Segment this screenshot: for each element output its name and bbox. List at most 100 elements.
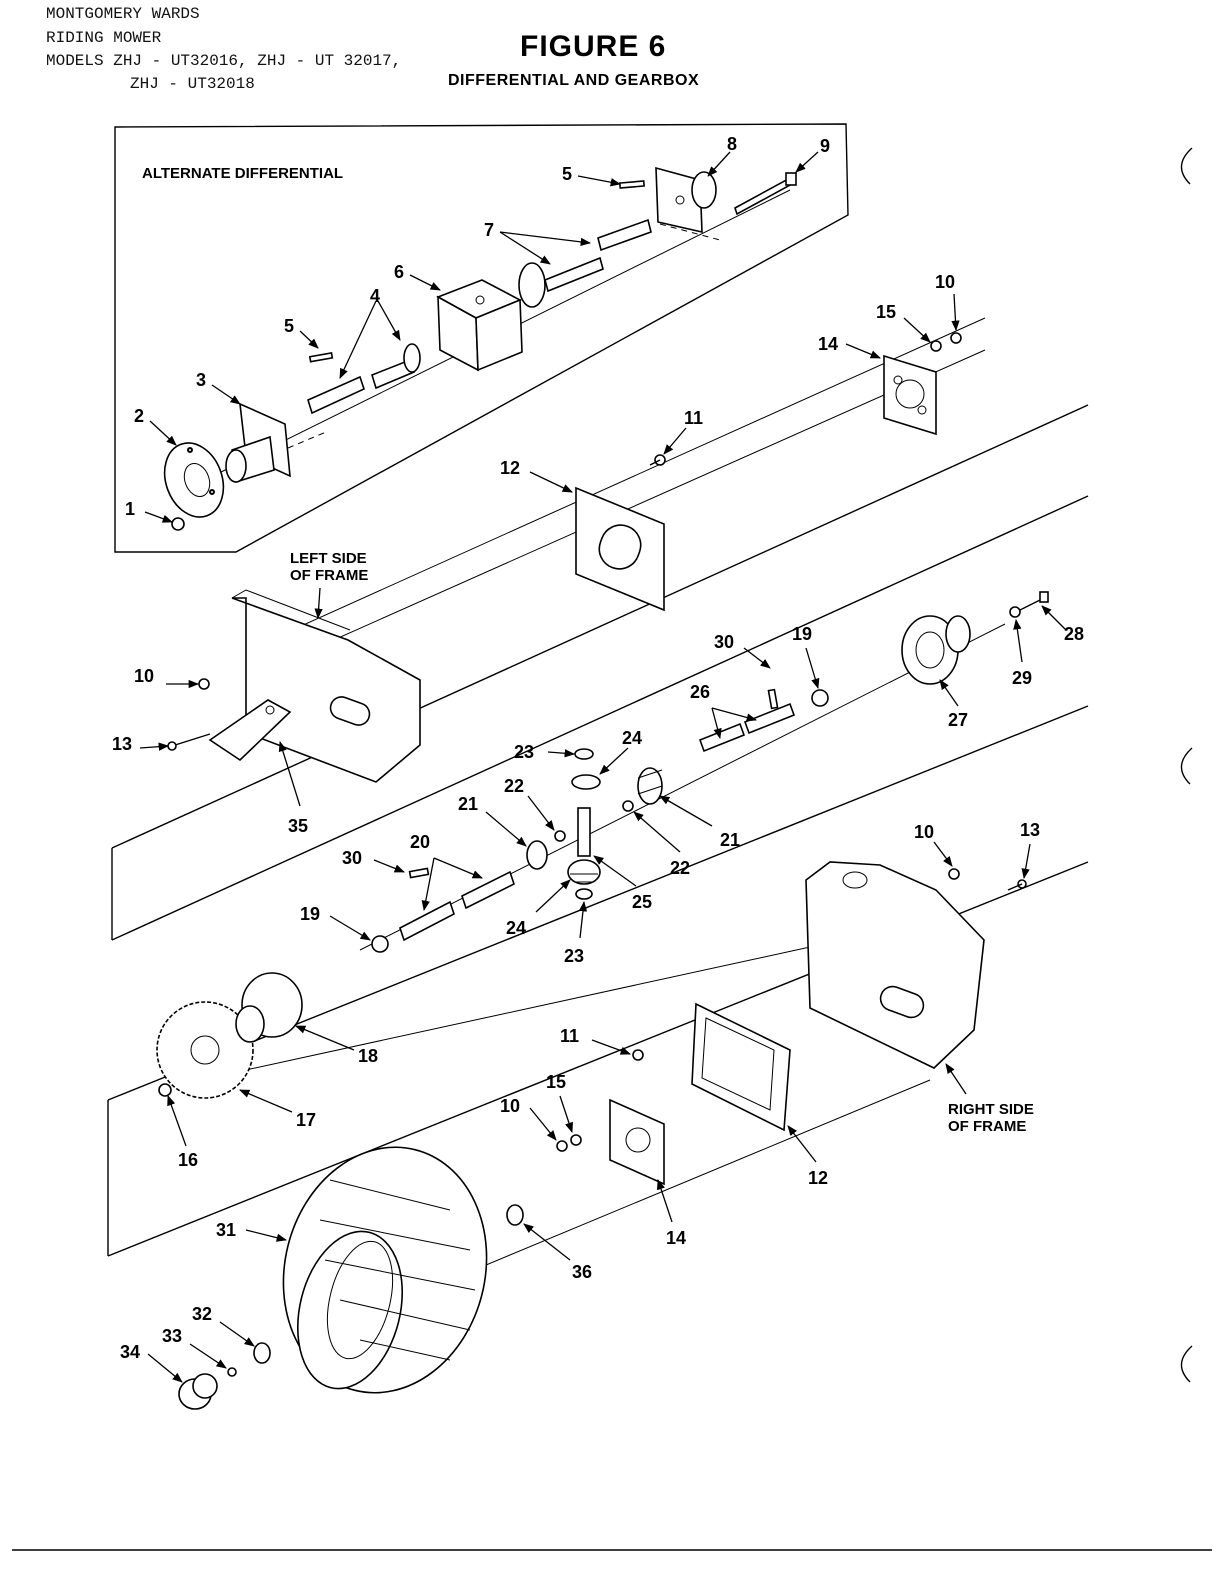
bearing-plate-14-top: [883, 354, 937, 436]
callout-16: 16: [178, 1150, 198, 1170]
alternate-differential-frame: [114, 123, 849, 553]
callout-30-upper: 30: [714, 632, 734, 652]
bolt-13-right: [1007, 879, 1027, 891]
callout-21-right: 21: [720, 830, 740, 850]
leader-24b: [535, 879, 571, 913]
left-side-label-1: LEFT SIDE: [290, 550, 367, 567]
bolt-9: [734, 172, 797, 216]
nut-10-bottom: [556, 1140, 568, 1152]
leader-15a: [903, 317, 931, 343]
nut-10-right: [948, 868, 960, 880]
callout-6: 6: [394, 262, 404, 282]
leader-4a: [339, 300, 377, 379]
binder-hole-mark-3: [1180, 1345, 1193, 1383]
washer-32: [253, 1342, 271, 1364]
washer-23-upper: [574, 748, 594, 760]
leader-32: [219, 1321, 255, 1347]
bearing-flange-8: [655, 166, 717, 234]
alt-dash-1: [287, 431, 327, 449]
leader-10a: [951, 293, 960, 332]
washer-36: [506, 1204, 524, 1226]
binder-hole-mark-1: [1180, 147, 1193, 185]
leader-13a: [139, 742, 170, 751]
binder-hole-mark-2: [1180, 747, 1193, 785]
leader-6: [409, 274, 441, 291]
figure-title: FIGURE 6: [520, 30, 667, 63]
leader-5b: [577, 175, 622, 187]
callout-11-bottom: 11: [560, 1026, 579, 1046]
leader-5a: [299, 330, 319, 349]
leader-2: [149, 420, 177, 446]
header-models: MODELS ZHJ - UT32016, ZHJ - UT 32017,: [46, 52, 402, 70]
hub-cap-34: [178, 1373, 218, 1410]
shaft-25: [577, 807, 591, 857]
leader-10d: [529, 1107, 557, 1141]
callout-11-top: 11: [684, 408, 703, 428]
leader-24a: [599, 747, 629, 775]
lock-washer-15-bottom: [570, 1134, 582, 1146]
axle-centerline-top: [269, 317, 986, 641]
callout-5-left: 5: [284, 316, 294, 336]
callout-24-upper: 24: [622, 728, 642, 748]
callout-29: 29: [1012, 668, 1032, 688]
leader-19a: [805, 647, 820, 689]
leader-23a: [547, 749, 576, 758]
callout-18: 18: [358, 1046, 378, 1066]
callout-4: 4: [370, 286, 380, 306]
callout-22-upper: 22: [504, 776, 524, 796]
leader-30a: [743, 647, 771, 669]
callout-28: 28: [1064, 624, 1084, 644]
gear-21-left: [526, 840, 548, 870]
bevel-gear-27: [901, 615, 971, 685]
axle-half-20: [399, 870, 515, 942]
leader-11b: [591, 1039, 631, 1055]
differential-case-6: [436, 279, 523, 372]
leader-10c: [933, 841, 953, 867]
callout-23-lower: 23: [564, 946, 584, 966]
leader-19b: [329, 915, 371, 941]
alternate-differential-label: ALTERNATE DIFFERENTIAL: [142, 165, 343, 182]
callout-19-lower: 19: [300, 904, 320, 924]
roll-pin-5-right: [618, 180, 645, 189]
leader-34: [147, 1353, 183, 1383]
bearing-housing-3: [225, 402, 291, 484]
leader-31: [245, 1229, 288, 1242]
leader-15b: [559, 1095, 573, 1133]
callout-15-top: 15: [876, 302, 896, 322]
pin-30-lower: [408, 867, 430, 879]
leader-33: [189, 1343, 227, 1369]
gearbox-mount-plate-12-top: [575, 486, 665, 612]
callout-10-left: 10: [134, 666, 154, 686]
leader-12b: [787, 1125, 817, 1163]
callout-36: 36: [572, 1262, 592, 1282]
callout-20: 20: [410, 832, 430, 852]
callout-22-right: 22: [670, 858, 690, 878]
hub-18: [235, 972, 303, 1043]
axle-centerline-lower: [199, 934, 866, 1081]
callout-34: 34: [120, 1342, 140, 1362]
leader-26a: [711, 707, 722, 740]
gearbox-mount-plate-12-bottom: [691, 1002, 791, 1132]
sprocket-17: [156, 1001, 254, 1099]
callout-10-bottom: 10: [500, 1096, 520, 1116]
header-store-name: MONTGOMERY WARDS: [46, 5, 200, 23]
leader-36: [523, 1223, 571, 1261]
callout-1: 1: [125, 499, 135, 519]
flange-hub-2: [163, 442, 225, 518]
leader-18: [295, 1025, 355, 1051]
leader-14b: [657, 1179, 673, 1223]
carriage-bolt-11-bottom: [632, 1049, 644, 1061]
leader-12a: [529, 471, 573, 493]
leader-27: [939, 679, 959, 707]
callout-14-bottom: 14: [666, 1228, 686, 1248]
callout-24-lower: 24: [506, 918, 526, 938]
callout-19-upper: 19: [792, 624, 812, 644]
leader-21a: [485, 811, 527, 847]
leader-8: [707, 151, 731, 177]
washer-23-lower: [575, 888, 593, 900]
leader-7a: [499, 231, 551, 265]
header-product: RIDING MOWER: [46, 29, 162, 47]
leader-4b: [377, 300, 401, 341]
leader-20b: [433, 857, 483, 879]
axle-half-26: [698, 702, 796, 753]
